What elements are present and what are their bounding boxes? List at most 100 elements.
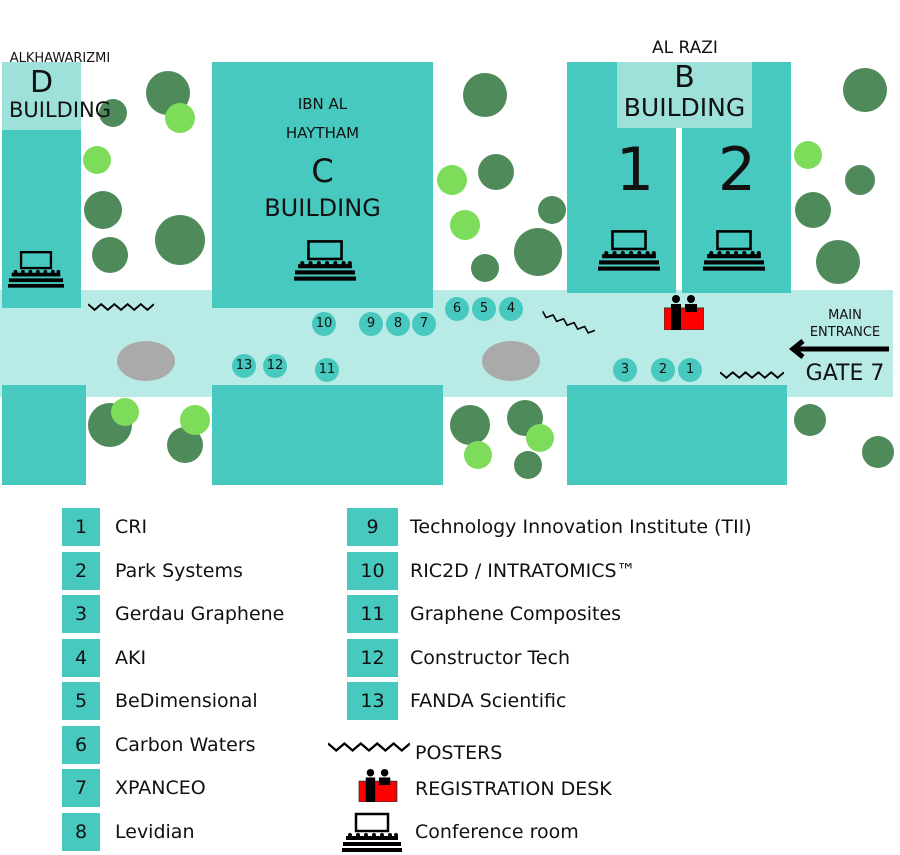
booth-9[interactable]: 9 xyxy=(359,312,383,336)
booth-2[interactable]: 2 xyxy=(651,358,675,382)
booth-5[interactable]: 5 xyxy=(472,297,496,321)
posters-icon xyxy=(88,302,154,312)
legend-number: 9 xyxy=(347,508,398,546)
building-d-label-box xyxy=(2,62,81,130)
building-b-label-box xyxy=(617,62,752,128)
legend-number: 2 xyxy=(62,552,100,590)
building-bottom-right xyxy=(567,385,787,485)
legend-number: 11 xyxy=(347,595,398,633)
fountain xyxy=(117,341,175,381)
legend-name: FANDA Scientific xyxy=(410,690,567,712)
booth-12[interactable]: 12 xyxy=(263,354,287,378)
booth-8[interactable]: 8 xyxy=(386,312,410,336)
building-d-word: BUILDING xyxy=(8,98,112,122)
room-2-number: 2 xyxy=(717,135,757,205)
booth-4[interactable]: 4 xyxy=(499,297,523,321)
posters-icon xyxy=(720,370,784,380)
building-b-name: AL RAZI xyxy=(652,38,718,58)
tree xyxy=(794,404,826,436)
conference-room-icon xyxy=(703,228,765,272)
registration-desk-icon xyxy=(358,768,398,802)
tree xyxy=(180,405,210,435)
tree xyxy=(111,398,139,426)
fountain xyxy=(482,341,540,381)
entrance-arrow-icon xyxy=(788,339,889,359)
building-d-name: ALKHAWARIZMI xyxy=(9,51,111,66)
booth-6[interactable]: 6 xyxy=(445,297,469,321)
posters-icon xyxy=(328,741,410,753)
building-d-letter: D xyxy=(29,65,54,100)
tree xyxy=(155,215,205,265)
main-entrance-line2: ENTRANCE xyxy=(809,325,881,340)
registration-desk-icon[interactable] xyxy=(664,294,704,330)
tree xyxy=(795,192,831,228)
tree xyxy=(450,210,480,240)
legend-name: Technology Innovation Institute (TII) xyxy=(410,516,752,538)
booth-10[interactable]: 10 xyxy=(312,312,336,336)
tree xyxy=(450,405,490,445)
building-bottom-center xyxy=(212,385,443,485)
legend-number: 7 xyxy=(62,769,100,807)
legend-name: BeDimensional xyxy=(115,690,258,712)
main-entrance-line1: MAIN xyxy=(828,308,862,323)
tree xyxy=(84,191,122,229)
tree xyxy=(463,73,507,117)
legend-name: Carbon Waters xyxy=(115,734,256,756)
tree xyxy=(514,451,542,479)
legend-number: 13 xyxy=(347,682,398,720)
conference-room-icon xyxy=(598,228,660,272)
legend-number: 6 xyxy=(62,726,100,764)
legend-name: Graphene Composites xyxy=(410,603,622,625)
building-b-word: BUILDING xyxy=(623,93,746,122)
conference-room-icon xyxy=(294,238,356,282)
booth-1[interactable]: 1 xyxy=(678,358,702,382)
booth-3[interactable]: 3 xyxy=(613,358,637,382)
legend-name: XPANCEO xyxy=(115,777,206,799)
legend-number: 4 xyxy=(62,639,100,677)
tree xyxy=(794,141,822,169)
legend-name: RIC2D / INTRATOMICS™ xyxy=(410,560,636,582)
legend-number: 1 xyxy=(62,508,100,546)
tree xyxy=(464,441,492,469)
gate-label: GATE 7 xyxy=(805,361,885,386)
tree xyxy=(514,228,562,276)
legend-number: 10 xyxy=(347,552,398,590)
building-c-name-line2: HAYTHAM xyxy=(285,124,360,142)
legend-number: 5 xyxy=(62,682,100,720)
tree xyxy=(92,237,128,273)
legend-posters: POSTERS xyxy=(415,742,503,764)
tree xyxy=(843,68,887,112)
legend-name: AKI xyxy=(115,647,147,669)
legend-name: CRI xyxy=(115,516,148,538)
legend-number: 3 xyxy=(62,595,100,633)
building-c-word: BUILDING xyxy=(264,194,381,222)
tree xyxy=(538,196,566,224)
legend-conference: Conference room xyxy=(415,821,579,843)
tree xyxy=(526,424,554,452)
tree xyxy=(165,103,195,133)
legend-name: Gerdau Graphene xyxy=(115,603,285,625)
tree xyxy=(437,165,467,195)
booth-13[interactable]: 13 xyxy=(232,354,256,378)
tree xyxy=(83,146,111,174)
tree xyxy=(845,165,875,195)
tree xyxy=(862,436,894,468)
booth-11[interactable]: 11 xyxy=(315,358,339,382)
conference-room-icon xyxy=(340,812,404,852)
building-b-letter: B xyxy=(674,60,695,95)
legend-name: Constructor Tech xyxy=(410,647,571,669)
tree xyxy=(478,154,514,190)
legend-name: Park Systems xyxy=(115,560,243,582)
legend-registration: REGISTRATION DESK xyxy=(415,778,612,800)
tree xyxy=(816,240,860,284)
building-c-letter: C xyxy=(311,152,334,190)
building-bottom-left xyxy=(2,385,86,485)
tree xyxy=(471,254,499,282)
booth-7[interactable]: 7 xyxy=(412,312,436,336)
building-c-name-line1: IBN AL xyxy=(297,95,348,113)
legend-number: 12 xyxy=(347,639,398,677)
legend-name: Levidian xyxy=(115,821,195,843)
tree xyxy=(99,99,127,127)
legend-number: 8 xyxy=(62,813,100,851)
